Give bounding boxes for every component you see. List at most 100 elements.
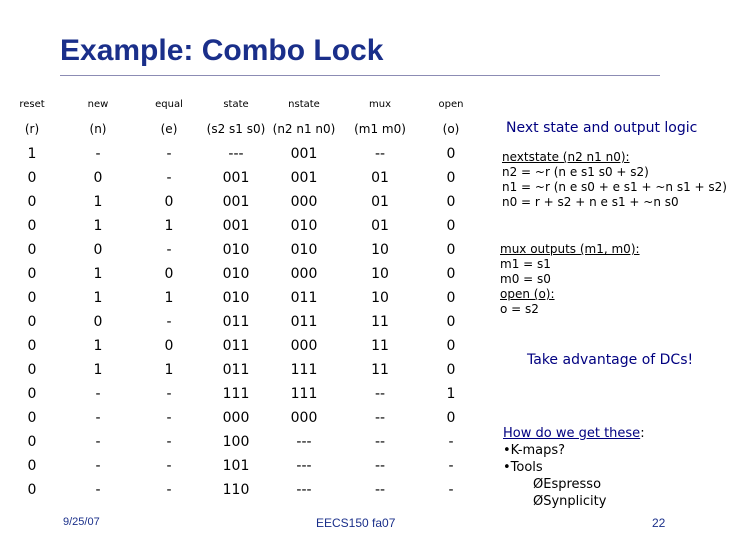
slide-title: Example: Combo Lock — [60, 34, 384, 67]
nextstate-label: nextstate (n2 n1 n0): — [502, 150, 630, 164]
question-block: How do we get these: •K-maps? •Tools ØEs… — [503, 425, 645, 510]
table-subheader-row: (r) (n) (e) (s2 s1 s0) (n2 n1 n0) (m1 m0… — [2, 116, 482, 142]
table-cell: 10 — [371, 290, 389, 306]
table-cell: 0 — [27, 362, 37, 378]
footer-date: 9/25/07 — [63, 516, 100, 528]
table-cell: - — [95, 434, 101, 450]
table-cell: 0 — [27, 218, 37, 234]
table-cell: - — [95, 410, 101, 426]
table-cell: - — [95, 386, 101, 402]
subheader-cell: (n2 n1 n0) — [272, 122, 336, 136]
table-cell: 010 — [290, 218, 318, 234]
table-cell: --- — [296, 482, 312, 498]
question-subitem: ØEspresso — [533, 477, 602, 492]
subheader-cell: (s2 s1 s0) — [206, 122, 266, 136]
table-cell: - — [95, 146, 101, 162]
table-cell: 011 — [222, 338, 250, 354]
table-cell: - — [166, 434, 172, 450]
subheader-cell: (r) — [24, 122, 40, 136]
header-mux: mux — [369, 98, 391, 110]
table-cell: 010 — [222, 242, 250, 258]
table-cell: 1 — [93, 266, 103, 282]
table-cell: 0 — [93, 170, 103, 186]
table-cell: 0 — [446, 170, 456, 186]
table-cell: 01 — [371, 218, 389, 234]
table-cell: 001 — [222, 194, 250, 210]
table-row: 0--101------ — [2, 454, 482, 478]
table-cell: 001 — [290, 146, 318, 162]
table-cell: 110 — [222, 482, 250, 498]
table-cell: - — [166, 146, 172, 162]
equation-m1: m1 = s1 — [500, 257, 551, 271]
table-cell: 0 — [446, 146, 456, 162]
table-cell: 111 — [222, 386, 250, 402]
table-cell: 01 — [371, 170, 389, 186]
table-cell: --- — [296, 458, 312, 474]
table-cell: 0 — [27, 242, 37, 258]
table-row: 1-----001--0 — [2, 142, 482, 166]
table-cell: - — [166, 170, 172, 186]
table-cell: 0 — [27, 482, 37, 498]
table-cell: 011 — [290, 290, 318, 306]
table-cell: - — [166, 242, 172, 258]
table-cell: 1 — [93, 194, 103, 210]
table-cell: 111 — [290, 386, 318, 402]
question-prefix: How do we get these — [503, 426, 641, 441]
table-row: 0--100------ — [2, 430, 482, 454]
table-cell: - — [166, 386, 172, 402]
question-colon: : — [640, 426, 645, 441]
table-cell: 010 — [222, 290, 250, 306]
table-cell: 01 — [371, 194, 389, 210]
table-row: 0--110------ — [2, 478, 482, 502]
table-cell: 10 — [371, 266, 389, 282]
subheader-cell: (n) — [89, 122, 107, 136]
table-cell: 001 — [222, 170, 250, 186]
table-cell: - — [166, 410, 172, 426]
question-subitem: ØSynplicity — [533, 494, 607, 509]
question-item: •Tools — [503, 460, 543, 475]
equation-n2: n2 = ~r (n e s1 s0 + s2) — [502, 165, 649, 179]
dont-care-note: Take advantage of DCs! — [527, 352, 694, 368]
table-cell: - — [95, 482, 101, 498]
table-cell: --- — [228, 146, 244, 162]
logic-heading: Next state and output logic — [506, 120, 698, 136]
table-cell: - — [166, 482, 172, 498]
table-cell: 1 — [93, 290, 103, 306]
table-cell: 0 — [446, 314, 456, 330]
table-cell: 000 — [290, 194, 318, 210]
equation-n1: n1 = ~r (n e s0 + e s1 + ~n s1 + s2) — [502, 180, 727, 194]
table-cell: - — [448, 482, 454, 498]
open-label: open (o): — [500, 287, 555, 301]
subheader-cell: (e) — [160, 122, 178, 136]
table-cell: - — [166, 314, 172, 330]
header-state: state — [223, 98, 249, 110]
table-cell: 0 — [446, 194, 456, 210]
table-cell: 001 — [222, 218, 250, 234]
table-cell: 000 — [290, 266, 318, 282]
table-cell: 11 — [371, 338, 389, 354]
header-new: new — [87, 98, 109, 110]
table-cell: 0 — [27, 290, 37, 306]
table-cell: 1 — [164, 362, 174, 378]
mux-label: mux outputs (m1, m0): — [500, 242, 640, 256]
table-header-row: reset new equal state nstate mux open — [2, 92, 482, 116]
table-cell: 1 — [164, 218, 174, 234]
footer-course: EECS150 fa07 — [316, 516, 396, 530]
table-cell: 0 — [164, 338, 174, 354]
table-cell: - — [95, 458, 101, 474]
table-cell: 0 — [27, 458, 37, 474]
table-cell: 0 — [27, 170, 37, 186]
table-cell: 0 — [27, 314, 37, 330]
table-cell: --- — [296, 434, 312, 450]
table-cell: 11 — [371, 362, 389, 378]
table-cell: 0 — [446, 290, 456, 306]
equation-n0: n0 = r + s2 + n e s1 + ~n s0 — [502, 195, 679, 209]
table-cell: 0 — [446, 242, 456, 258]
table-cell: 1 — [27, 146, 37, 162]
